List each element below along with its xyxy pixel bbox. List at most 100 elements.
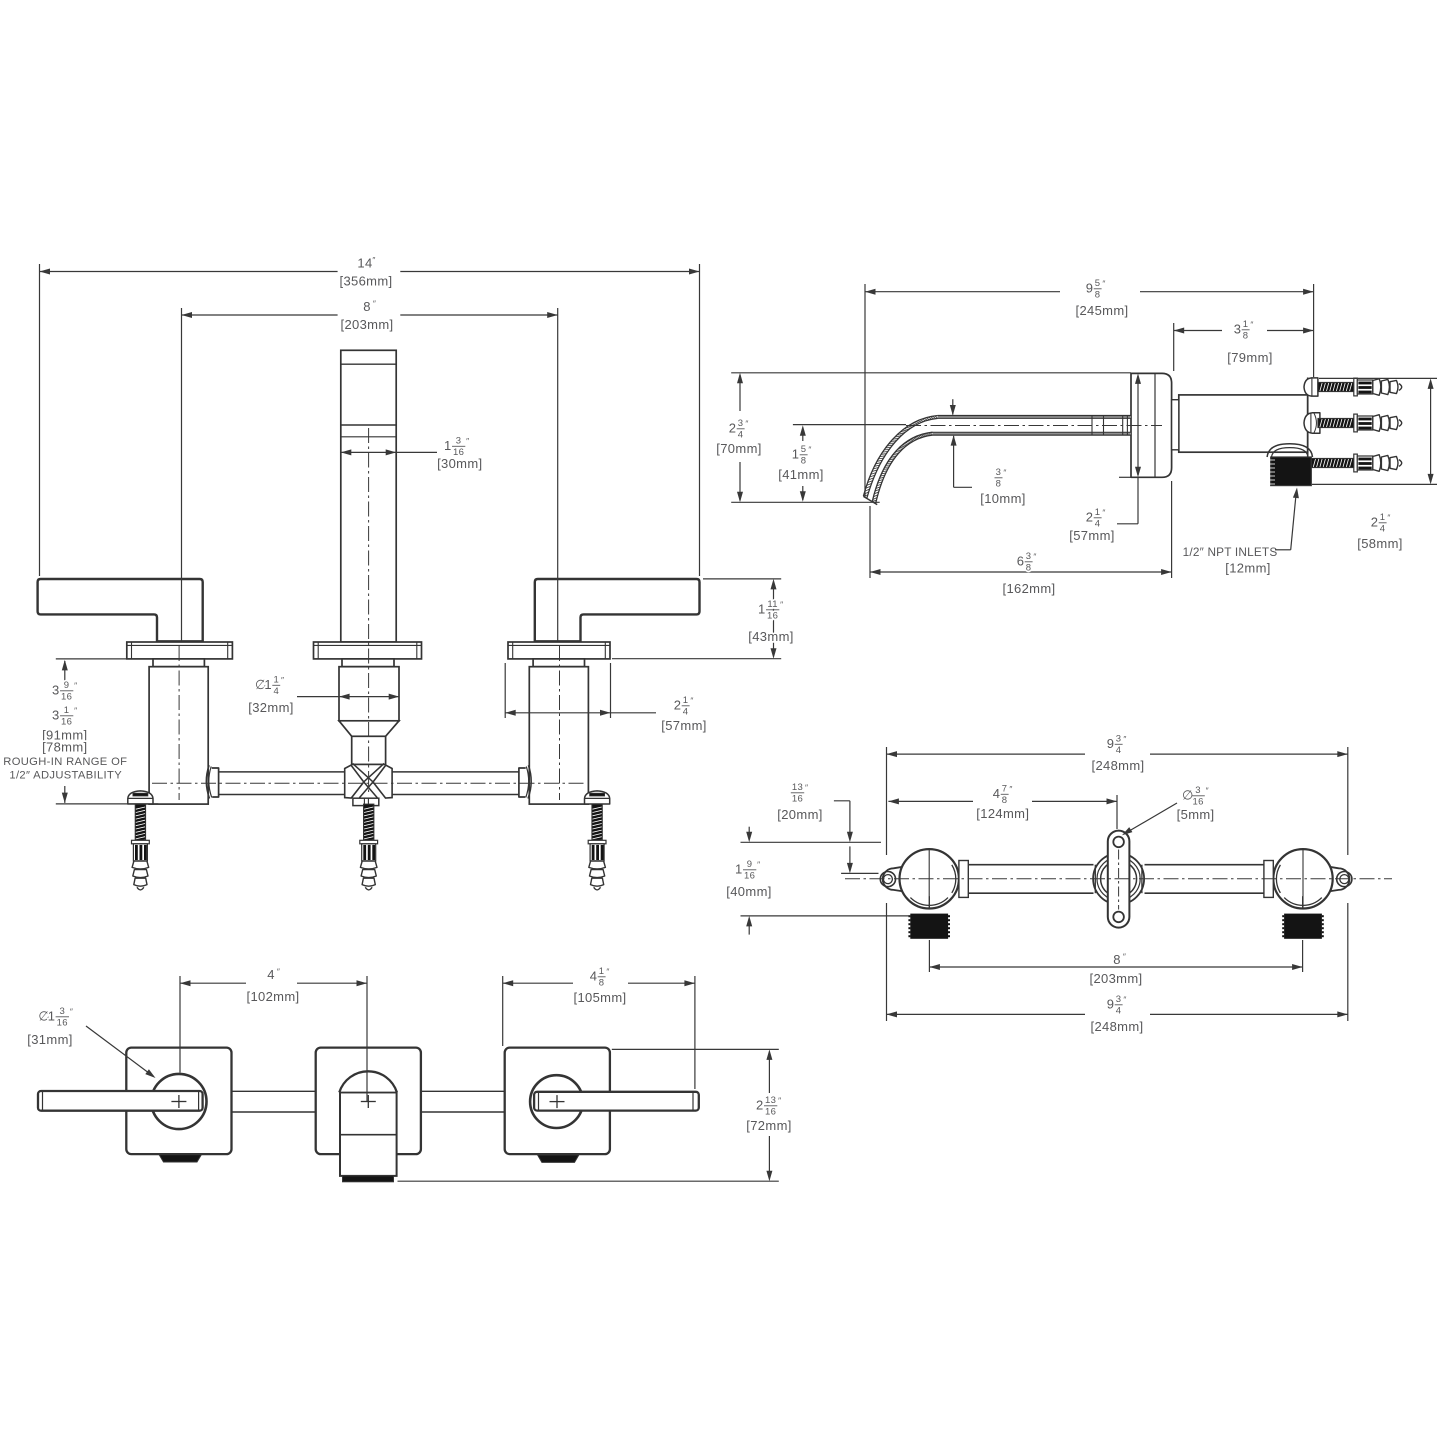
svg-text:4: 4 <box>1116 745 1122 756</box>
svg-text:1: 1 <box>48 1008 56 1023</box>
svg-text:[58mm]: [58mm] <box>1357 536 1402 551</box>
svg-text:8: 8 <box>599 978 605 989</box>
svg-text:13: 13 <box>765 1095 776 1106</box>
svg-text:″: ″ <box>277 967 280 977</box>
svg-text:2: 2 <box>729 420 737 435</box>
svg-text:1: 1 <box>1095 507 1101 518</box>
svg-text:1: 1 <box>273 675 279 686</box>
svg-text:5: 5 <box>1095 278 1101 289</box>
svg-text:[57mm]: [57mm] <box>1069 528 1114 543</box>
svg-text:4: 4 <box>993 786 1001 801</box>
svg-text:16: 16 <box>765 1107 776 1118</box>
svg-text:[248mm]: [248mm] <box>1091 758 1144 773</box>
svg-text:4: 4 <box>738 430 744 441</box>
svg-text:14: 14 <box>357 256 372 271</box>
svg-text:[124mm]: [124mm] <box>976 806 1029 821</box>
svg-text:9: 9 <box>1107 996 1115 1011</box>
svg-text:″: ″ <box>780 600 783 610</box>
svg-text:3: 3 <box>1116 734 1122 745</box>
svg-text:11: 11 <box>767 599 778 610</box>
svg-text:1: 1 <box>792 446 800 461</box>
svg-text:[5mm]: [5mm] <box>1177 807 1215 822</box>
svg-text:1: 1 <box>735 861 743 876</box>
svg-text:[70mm]: [70mm] <box>716 441 761 456</box>
svg-text:″: ″ <box>1009 784 1012 794</box>
svg-text:2: 2 <box>1371 514 1379 529</box>
svg-text:4: 4 <box>1116 1006 1122 1017</box>
svg-text:3: 3 <box>1234 321 1242 336</box>
svg-text:″: ″ <box>1123 734 1126 744</box>
svg-text:3: 3 <box>1195 785 1201 796</box>
svg-text:7: 7 <box>1002 784 1008 795</box>
svg-text:1: 1 <box>599 966 605 977</box>
svg-text:3: 3 <box>59 1006 65 1017</box>
svg-text:″: ″ <box>1033 552 1036 562</box>
svg-text:4: 4 <box>590 968 598 983</box>
svg-text:2: 2 <box>674 697 682 712</box>
svg-text:[32mm]: [32mm] <box>248 700 293 715</box>
svg-text:1/2″ NPT INLETS: 1/2″ NPT INLETS <box>1183 545 1278 559</box>
svg-text:″: ″ <box>1102 279 1105 289</box>
svg-text:″: ″ <box>690 696 693 706</box>
svg-text:16: 16 <box>61 692 72 703</box>
svg-text:[72mm]: [72mm] <box>746 1118 791 1133</box>
svg-text:8: 8 <box>363 299 371 314</box>
svg-text:″: ″ <box>1123 995 1126 1005</box>
svg-text:16: 16 <box>744 871 755 882</box>
svg-text:∅: ∅ <box>1182 787 1194 802</box>
svg-text:[43mm]: [43mm] <box>748 629 793 644</box>
svg-text:1: 1 <box>264 677 272 692</box>
svg-text:9: 9 <box>64 680 70 691</box>
svg-text:16: 16 <box>57 1018 68 1029</box>
svg-text:″: ″ <box>74 681 77 691</box>
svg-text:″: ″ <box>1206 786 1209 796</box>
svg-text:16: 16 <box>61 717 72 728</box>
svg-text:″: ″ <box>74 706 77 716</box>
svg-text:9: 9 <box>1107 736 1115 751</box>
svg-text:″: ″ <box>1102 508 1105 518</box>
svg-text:[78mm]: [78mm] <box>42 740 87 755</box>
svg-text:13: 13 <box>792 782 803 793</box>
svg-text:[356mm]: [356mm] <box>339 274 392 289</box>
svg-text:[79mm]: [79mm] <box>1227 350 1272 365</box>
svg-text:[12mm]: [12mm] <box>1225 561 1270 576</box>
svg-text:[10mm]: [10mm] <box>980 491 1025 506</box>
svg-text:1: 1 <box>1243 319 1249 330</box>
svg-text:[41mm]: [41mm] <box>778 467 823 482</box>
svg-text:″: ″ <box>757 860 760 870</box>
svg-text:″: ″ <box>1387 513 1390 523</box>
svg-text:16: 16 <box>767 611 778 622</box>
svg-text:8: 8 <box>1113 952 1121 967</box>
svg-text:″: ″ <box>805 783 808 793</box>
svg-text:3: 3 <box>738 418 744 429</box>
svg-text:4: 4 <box>683 707 689 718</box>
svg-text:2: 2 <box>1086 509 1094 524</box>
svg-text:∅: ∅ <box>255 677 267 692</box>
svg-text:″: ″ <box>70 1007 73 1017</box>
svg-text:9: 9 <box>747 859 753 870</box>
svg-text:3: 3 <box>52 682 60 697</box>
svg-text:[31mm]: [31mm] <box>27 1032 72 1047</box>
svg-text:[102mm]: [102mm] <box>246 989 299 1004</box>
svg-text:9: 9 <box>1086 280 1094 295</box>
svg-text:4: 4 <box>273 686 279 697</box>
svg-text:3: 3 <box>456 436 462 447</box>
svg-text:3: 3 <box>996 467 1002 478</box>
svg-text:2: 2 <box>756 1097 764 1112</box>
svg-text:1: 1 <box>444 438 452 453</box>
svg-text:6: 6 <box>1017 553 1025 568</box>
svg-text:[162mm]: [162mm] <box>1002 581 1055 596</box>
svg-text:[105mm]: [105mm] <box>573 990 626 1005</box>
svg-text:1: 1 <box>64 705 70 716</box>
svg-text:5: 5 <box>801 444 807 455</box>
svg-text:8: 8 <box>1243 331 1249 342</box>
svg-text:1: 1 <box>758 601 766 616</box>
svg-text:″: ″ <box>1250 320 1253 330</box>
svg-text:″: ″ <box>808 445 811 455</box>
svg-text:″: ″ <box>778 1096 781 1106</box>
svg-text:16: 16 <box>1192 797 1203 808</box>
svg-text:4: 4 <box>267 967 275 982</box>
svg-text:[40mm]: [40mm] <box>726 884 771 899</box>
svg-text:1: 1 <box>683 695 689 706</box>
svg-text:[91mm]: [91mm] <box>42 728 87 743</box>
